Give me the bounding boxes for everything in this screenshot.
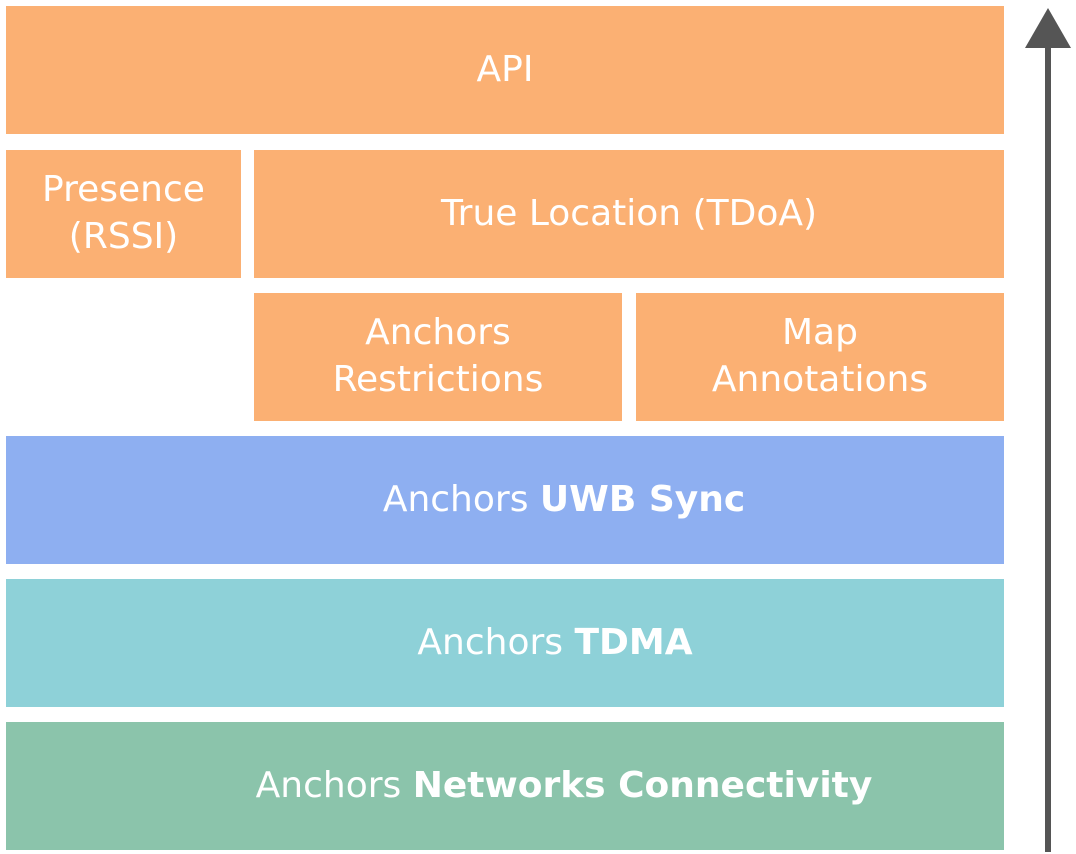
- anchors-restrictions-label-line1: Anchors: [365, 312, 511, 354]
- presence-sublabel: (RSSI): [68, 216, 179, 257]
- map-annotations-label-line1: Map: [782, 312, 858, 354]
- network-connectivity-prefix: Anchors: [255, 764, 402, 806]
- uwb-sync-bold: UWB Sync: [539, 478, 746, 520]
- uwb-sync-layer: Anchors UWB Sync: [6, 436, 1004, 564]
- network-connectivity-layer: Anchors Networks Connectivity: [6, 722, 1004, 850]
- true-location-label: True Location (TDoA): [440, 192, 818, 234]
- anchors-restrictions-layer: Anchors Restrictions: [254, 293, 622, 421]
- arrow-up-icon: [1025, 8, 1071, 852]
- map-annotations-label-line2: Annotations: [711, 359, 929, 400]
- tdma-layer: Anchors TDMA: [6, 579, 1004, 707]
- network-connectivity-bold: Networks Connectivity: [412, 764, 873, 806]
- api-label: API: [476, 48, 534, 90]
- network-connectivity-label: Anchors Networks Connectivity: [256, 763, 873, 810]
- tdma-prefix: Anchors: [417, 621, 564, 663]
- uwb-sync-label: Anchors UWB Sync: [383, 477, 745, 524]
- tdma-bold: TDMA: [574, 621, 693, 663]
- presence-layer: Presence (RSSI): [6, 150, 241, 278]
- map-annotations-layer: Map Annotations: [636, 293, 1004, 421]
- presence-label: Presence: [42, 169, 205, 211]
- tdma-label: Anchors TDMA: [417, 620, 692, 667]
- anchors-restrictions-label-line2: Restrictions: [332, 359, 544, 400]
- api-layer: API: [6, 6, 1004, 134]
- true-location-layer: True Location (TDoA): [254, 150, 1004, 278]
- uwb-sync-prefix: Anchors: [382, 478, 529, 520]
